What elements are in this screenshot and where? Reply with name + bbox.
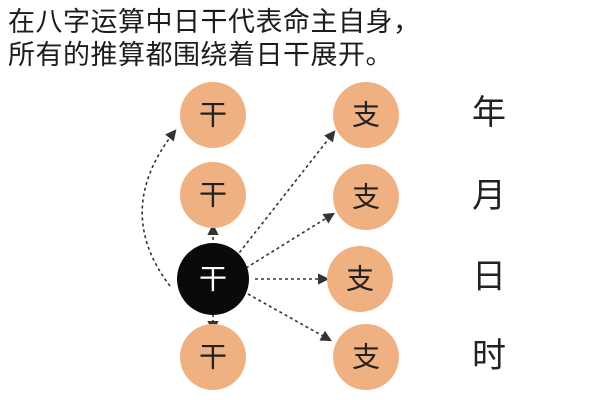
- branch-year-label: 支: [352, 99, 380, 132]
- stem-year-label: 干: [199, 99, 227, 132]
- branch-hour: 支: [333, 324, 399, 390]
- row-label-day: 日: [472, 257, 506, 297]
- branch-day: 支: [327, 246, 393, 312]
- caption-line-1: 在八字运算中日干代表命主自身，: [8, 7, 421, 38]
- stem-year-circle: [180, 82, 246, 148]
- row-label-hour: 时: [472, 336, 506, 376]
- stem-day-label: 干: [199, 263, 227, 296]
- branch-day-label: 支: [346, 263, 374, 296]
- stem-hour: 干: [180, 324, 246, 390]
- stem-month-label: 干: [199, 179, 227, 212]
- branch-day-circle: [327, 246, 393, 312]
- branch-month-label: 支: [352, 181, 380, 214]
- caption-line-2: 所有的推算都围绕着日干展开。: [8, 40, 393, 71]
- caption: 在八字运算中日干代表命主自身， 所有的推算都围绕着日干展开。: [8, 6, 593, 72]
- arrow-to-month-branch: [245, 212, 335, 269]
- stem-month-circle: [180, 162, 246, 228]
- arrow-to-hour-branch: [247, 293, 332, 342]
- arrows: [141, 129, 336, 342]
- branch-hour-label: 支: [352, 341, 380, 374]
- branch-year-circle: [333, 82, 399, 148]
- branch-year: 支: [333, 82, 399, 148]
- arrow-to-year-stem: [141, 129, 177, 287]
- stem-month: 干: [180, 162, 246, 228]
- stem-day-circle: [177, 243, 249, 315]
- branch-month: 支: [333, 164, 399, 230]
- row-label-month: 月: [472, 176, 506, 216]
- stem-hour-circle: [180, 324, 246, 390]
- arrow-to-year-branch: [231, 130, 336, 263]
- branch-hour-circle: [333, 324, 399, 390]
- stem-day: 干: [177, 243, 249, 315]
- branch-month-circle: [333, 164, 399, 230]
- stem-hour-label: 干: [199, 341, 227, 374]
- row-label-year: 年: [472, 93, 506, 133]
- stem-year: 干: [180, 82, 246, 148]
